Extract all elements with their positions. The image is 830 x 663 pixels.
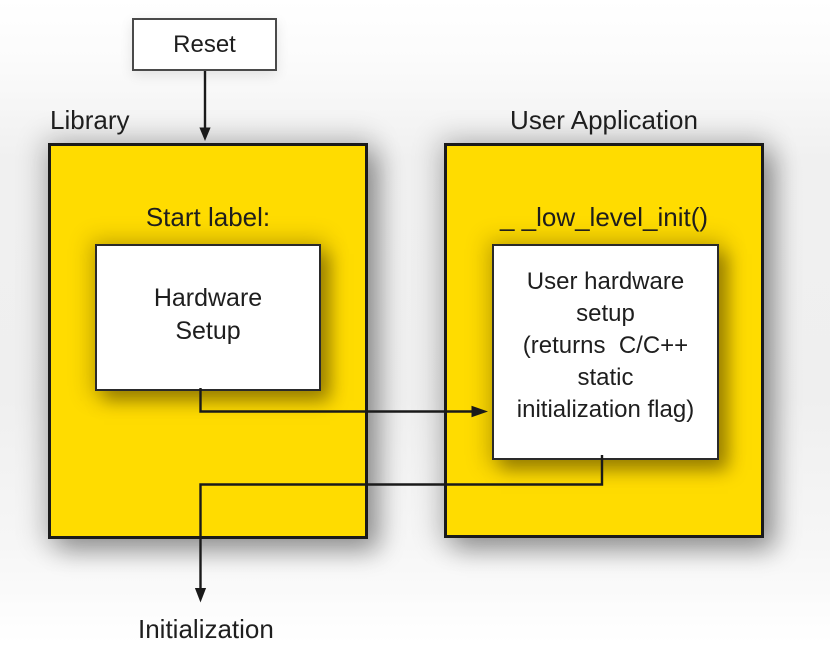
hardware-setup-box: Hardware Setup xyxy=(95,244,321,391)
user-hardware-setup-box: User hardware setup (returns C/C++ stati… xyxy=(492,244,719,460)
reset-box: Reset xyxy=(132,18,277,71)
initialization-label: Initialization xyxy=(138,614,274,644)
reset-label: Reset xyxy=(173,30,236,58)
user-hardware-setup-line: initialization flag) xyxy=(516,396,695,423)
library-title: Library xyxy=(50,105,130,135)
user-hardware-setup-line: static xyxy=(577,364,634,391)
user-hardware-to-initialization-arrowhead-icon xyxy=(194,588,207,603)
library-box: Start label: Hardware Setup xyxy=(48,143,368,539)
user-application-title: User Application xyxy=(510,105,698,135)
low-level-init-label: _ _low_level_init() xyxy=(499,202,709,232)
user-hardware-setup-line: setup xyxy=(576,300,635,327)
hardware-setup-line: Hardware xyxy=(153,284,263,312)
user-application-box: _ _low_level_init() User hardware setup … xyxy=(444,143,764,538)
user-hardware-setup-line: (returns C/C++ xyxy=(522,332,689,359)
start-label: Start label: xyxy=(145,202,271,232)
reset-to-library-arrowhead-icon xyxy=(199,127,211,141)
user-hardware-setup-line: User hardware xyxy=(526,268,685,295)
hardware-setup-line: Setup xyxy=(175,317,241,345)
